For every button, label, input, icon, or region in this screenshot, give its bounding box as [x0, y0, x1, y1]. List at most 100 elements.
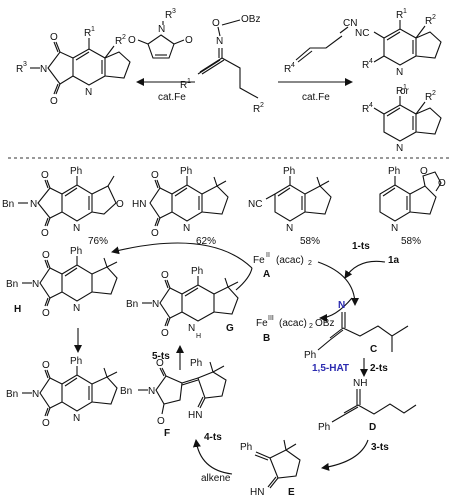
g-h: H	[196, 333, 201, 340]
maleimide-o-left: O	[128, 35, 136, 46]
step-1-ts: 1-ts	[352, 241, 370, 252]
acrylonitrile-r4: R	[284, 64, 291, 75]
example-1-o-top: O	[41, 170, 49, 181]
example-4-o-2: O	[438, 178, 446, 189]
or-label: or	[400, 86, 410, 97]
example-1-bn: Bn	[2, 199, 14, 210]
c-ph: Ph	[304, 350, 316, 361]
arrow-fe2-to-c	[317, 261, 359, 306]
step-5-ts: 5-ts	[152, 351, 170, 362]
f-o-bottom: O	[157, 416, 165, 427]
fe-iii: Fe	[256, 318, 268, 329]
product-left-r2-sub: 2	[122, 34, 126, 41]
f-label: F	[164, 428, 170, 439]
right-reagent-label: cat.Fe	[302, 92, 330, 103]
arrow-d-to-e	[321, 439, 369, 471]
product-b-r2-sub: 2	[432, 90, 436, 97]
product-left-r3: R	[16, 64, 23, 75]
final-bn: Bn	[6, 389, 18, 400]
product-b-n: N	[396, 143, 403, 154]
d-nh: NH	[353, 378, 367, 389]
product-right-b-structure: R 1 R 2 R 4 N	[362, 84, 442, 154]
product-left-n-imide: N	[40, 64, 47, 75]
alkene-label: alkene	[201, 473, 231, 484]
f-ph: Ph	[190, 358, 202, 369]
fe-iii-species: Fe III (acac) 2 OBz B	[256, 315, 334, 344]
h-o-bottom: O	[42, 308, 50, 319]
product-left-r3-sub: 3	[23, 61, 27, 68]
product-left-o-top: O	[50, 32, 58, 43]
left-reagent-label: cat.Fe	[158, 92, 186, 103]
c-n-radical: N	[338, 300, 345, 311]
e-hn: HN	[250, 487, 264, 498]
fe-ii-label: A	[263, 269, 270, 280]
fe-ii-ligand: (acac)	[276, 255, 304, 266]
arrow-to-fe3	[319, 297, 353, 322]
acrylonitrile-cn: CN	[343, 18, 357, 29]
fe-iii-ox: III	[268, 315, 274, 322]
substrate-obz: OBz	[241, 14, 260, 25]
final-ph: Ph	[70, 356, 82, 367]
final-n-ring: N	[73, 413, 80, 424]
fe-ii-ox: II	[266, 252, 270, 259]
h-bn: Bn	[6, 279, 18, 290]
e-label: E	[288, 487, 295, 498]
arrow-g-to-h	[111, 242, 253, 269]
fe-iii-sub: 2	[309, 323, 313, 330]
product-left-r1-sub: 1	[91, 26, 95, 33]
example-2: Ph HN N O O 62%	[132, 166, 229, 247]
example-2-ph: Ph	[180, 166, 192, 177]
product-a-n: N	[396, 67, 403, 78]
final-o-bottom: O	[42, 418, 50, 429]
g-ph: Ph	[191, 266, 203, 277]
fe-ii-sub: 2	[308, 260, 312, 267]
intermediate-c: N Ph C	[304, 300, 409, 361]
example-1-n-imide: N	[30, 199, 37, 210]
substrate-o: O	[212, 18, 220, 29]
product-a-r1: R	[396, 10, 403, 21]
hat-label: 1,5-HAT	[312, 363, 349, 374]
product-b-r4-sub: 4	[369, 102, 373, 109]
product-a-r4-sub: 4	[369, 58, 373, 65]
example-1: Ph Bn N N O O O 76%	[2, 166, 124, 247]
example-4: Ph O O N 58%	[379, 166, 446, 247]
step-4-ts: 4-ts	[204, 432, 222, 443]
example-3: Ph NC N 58%	[248, 166, 332, 247]
example-1-n-pyridine: N	[73, 223, 80, 234]
example-3-yield: 58%	[300, 236, 320, 247]
substrate-1a: 1a	[388, 255, 400, 266]
intermediate-d: NH Ph D	[318, 378, 417, 433]
product-left-n-pyridine: N	[85, 87, 92, 98]
f-bn: Bn	[120, 386, 132, 397]
product-a-r2-sub: 2	[432, 14, 436, 21]
intermediate-g: Ph Bn N N H O O G	[126, 266, 239, 340]
product-b-r1-sub: 1	[403, 84, 407, 91]
example-1-yield: 76%	[88, 236, 108, 247]
maleimide-structure: N R 3 O O	[128, 8, 193, 59]
d-label: D	[369, 422, 376, 433]
product-left-o-bottom: O	[50, 96, 58, 107]
arrow-e-to-f	[192, 439, 233, 475]
example-4-ph: Ph	[388, 166, 400, 177]
product-right-a-structure: NC R 1 R 2 R 4 N	[355, 8, 442, 78]
product-a-r4: R	[362, 60, 369, 71]
example-2-n-pyridine: N	[183, 223, 190, 234]
product-a-r1-sub: 1	[403, 8, 407, 15]
example-2-yield: 62%	[196, 236, 216, 247]
final-product: Ph Bn N N O O	[6, 356, 118, 429]
substrate-n: N	[216, 36, 223, 47]
example-1-o-bottom: O	[41, 228, 49, 239]
product-b-r1: R	[396, 86, 403, 97]
g-bn: Bn	[126, 299, 138, 310]
intermediate-e: Ph HN E	[240, 439, 301, 498]
substrate-r1: R	[180, 80, 187, 91]
maleimide-n: N	[158, 24, 165, 35]
example-4-n: N	[391, 223, 398, 234]
g-o-bottom: O	[161, 328, 169, 339]
g-n-imide: N	[152, 299, 159, 310]
g-n-ring: N	[188, 323, 195, 334]
intermediate-h: Ph Bn N N O O H	[6, 246, 118, 319]
final-o-top: O	[42, 360, 50, 371]
h-n-imide: N	[32, 279, 39, 290]
